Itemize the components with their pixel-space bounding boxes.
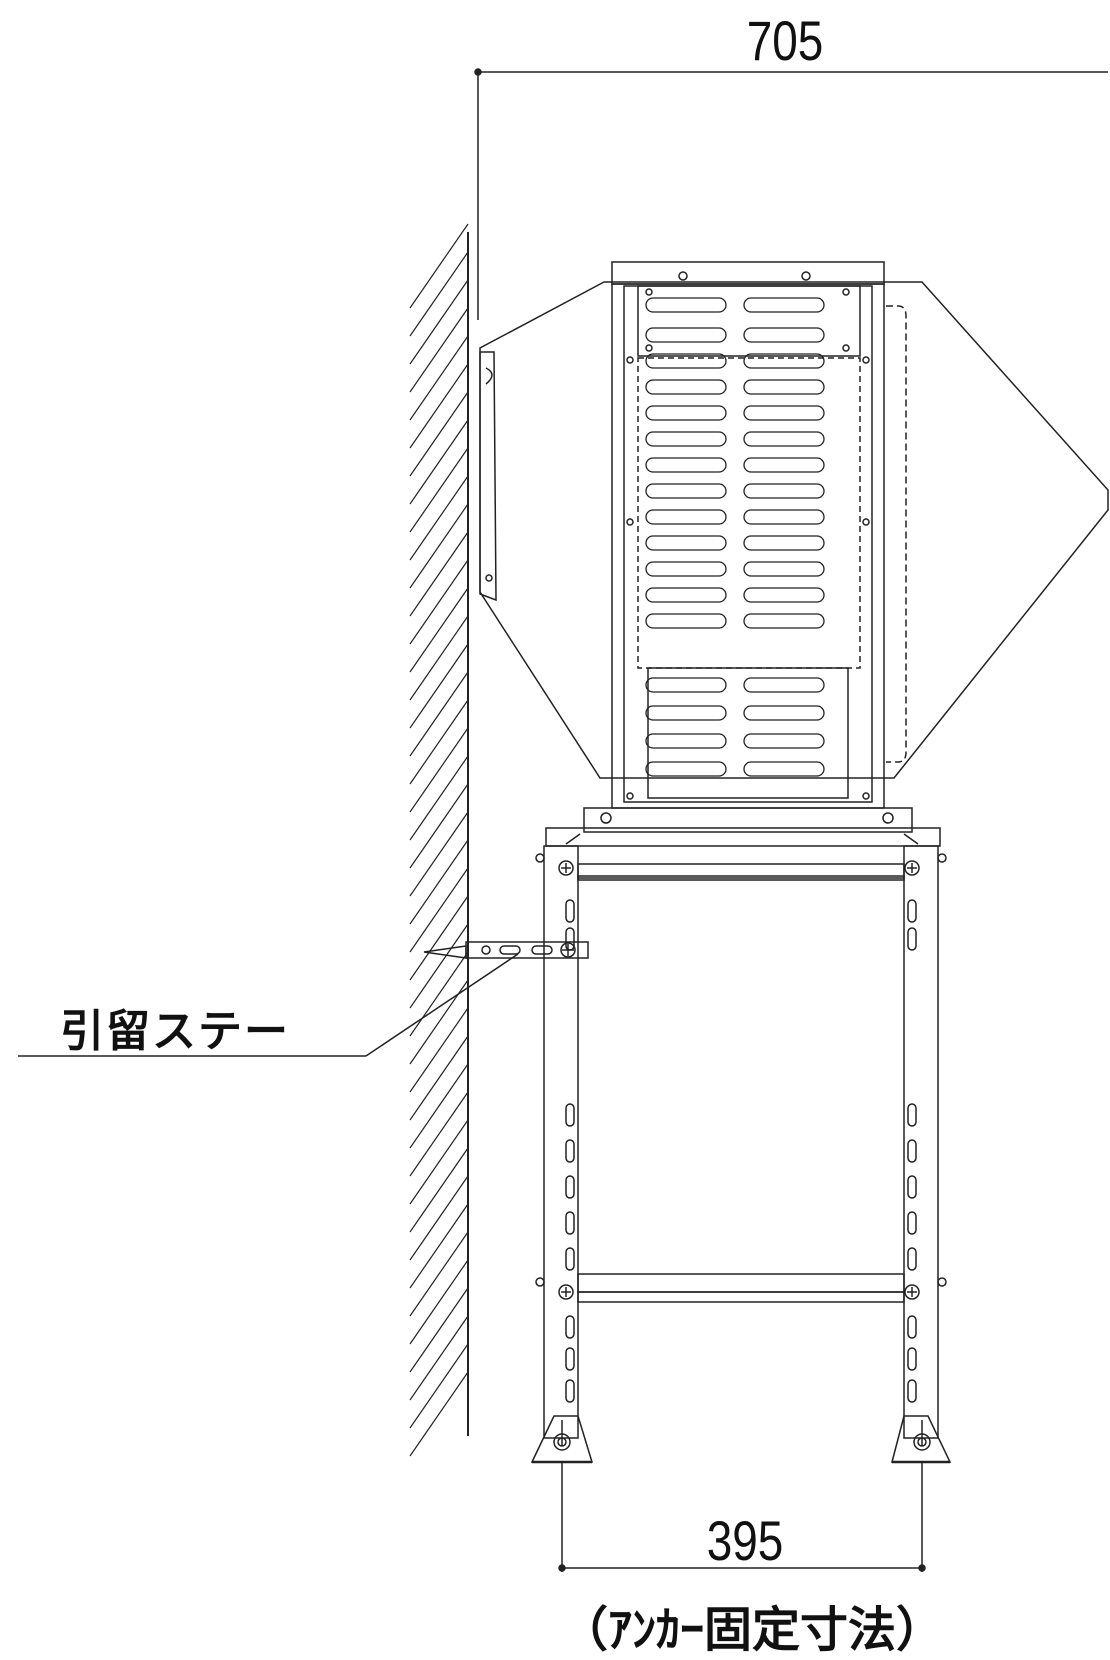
top-dimension bbox=[474, 68, 1108, 320]
bottom-dimension bbox=[558, 1462, 926, 1572]
louver-slots bbox=[645, 297, 825, 777]
frame-slots bbox=[565, 899, 917, 1403]
dimension-395: 395 bbox=[706, 1509, 784, 1572]
tie-stay bbox=[18, 941, 589, 1057]
outdoor-unit bbox=[479, 261, 1109, 833]
frame-bolts bbox=[535, 853, 947, 1300]
stay-label: 引留ステー bbox=[60, 1007, 290, 1056]
stand-frame bbox=[530, 827, 952, 1464]
wall bbox=[409, 223, 469, 1457]
anchor-note: （ｱﾝｶｰ固定寸法） bbox=[560, 1604, 945, 1657]
dimension-705: 705 bbox=[746, 9, 824, 72]
wall-hatching bbox=[409, 223, 469, 1457]
